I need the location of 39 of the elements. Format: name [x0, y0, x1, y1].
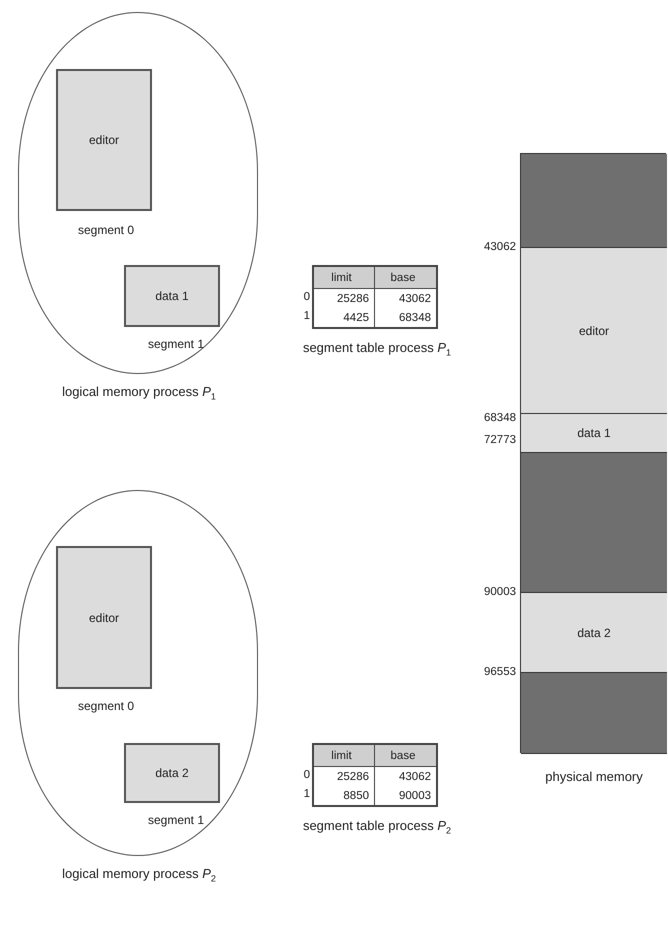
segment-label: segment 0 [76, 699, 136, 713]
row-index: 1 [302, 310, 310, 322]
node-label: segment table process P$_{2}$ [302, 817, 452, 838]
segment-name: editor [88, 133, 120, 147]
node-label: segment table process P$_{1}$ [302, 339, 452, 360]
segment-name: editor [88, 610, 120, 624]
segment-box [56, 69, 152, 211]
row-index: 0 [302, 769, 310, 781]
segment-name: data 2 [577, 626, 611, 640]
memory-segment [521, 414, 667, 453]
segment-name: data 1 [155, 289, 189, 303]
segment-name: data 2 [155, 766, 189, 780]
segment-label: segment 0 [76, 223, 136, 237]
memory-segment [521, 593, 667, 673]
segment-box [124, 265, 220, 327]
free-memory-block [521, 453, 667, 593]
segment-box [124, 743, 220, 803]
node-label: logical memory process P$_{2}$ [61, 865, 217, 886]
segment-name: editor [578, 324, 610, 338]
segment-label: segment 1 [146, 337, 206, 351]
address-label: 43062 [483, 241, 516, 253]
memory-segment [521, 248, 667, 414]
column-header: limit [314, 267, 375, 289]
node-label: logical memory process P$_{1}$ [61, 383, 217, 404]
free-memory-block [521, 673, 667, 754]
row-index: 0 [302, 291, 310, 303]
column-header: limit [314, 745, 375, 767]
address-label: 68348 [483, 412, 516, 424]
column-header: base [375, 745, 436, 767]
node-label: physical memory [544, 768, 644, 786]
segment-box [56, 546, 152, 689]
column-header: base [375, 267, 436, 289]
address-label: 96553 [483, 666, 516, 678]
address-label: 90003 [483, 586, 516, 598]
free-memory-block [521, 154, 667, 248]
address-label: 72773 [483, 434, 516, 446]
row-index: 1 [302, 788, 310, 800]
segment-label: segment 1 [146, 813, 206, 827]
segment-name: data 1 [577, 426, 611, 440]
